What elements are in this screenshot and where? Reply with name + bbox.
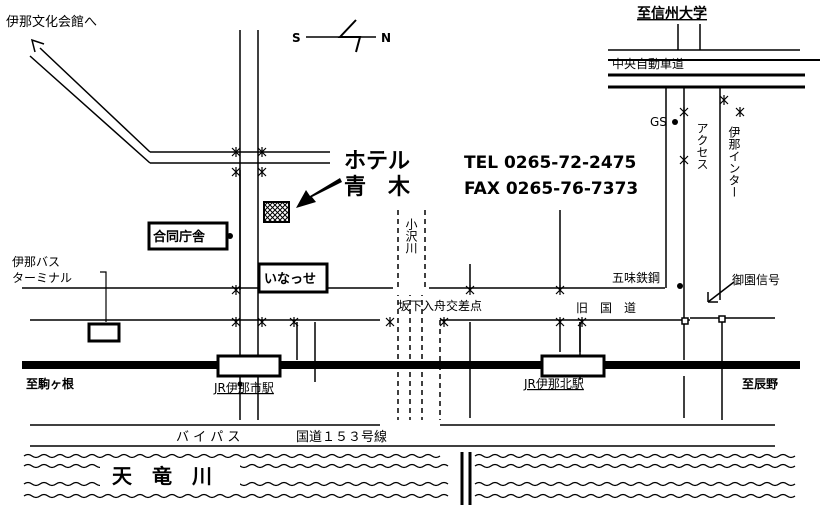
misono-arrow [707,281,735,303]
signal-marker [679,107,689,117]
label-inasse: いなっせ [264,272,316,287]
label-bus-line1: 伊那バス [12,255,60,269]
label-to-tatsuno: 至辰野 [742,377,778,391]
crossing-marker-east [718,315,726,323]
compass-south: S [292,31,301,45]
gomi-dot [677,283,683,289]
road-north-south-left [239,30,259,360]
label-old-route: 旧 国 道 [576,301,636,315]
label-shinshu-univ: 至信州大学 [637,5,707,22]
signal-marker [231,285,241,295]
hotel-name-line1: ホテル [344,149,410,174]
label-small-river: 小沢川 [404,218,418,254]
bus-terminal-box [87,322,121,343]
label-sakashita: 坂下入舟交差点 [398,298,482,313]
signal-marker [577,317,587,327]
signal-marker [231,147,241,157]
label-expressway: 中央自動車道 [612,56,684,71]
hotel-name-line2: 青 木 [344,175,411,200]
hotel-tel: TEL 0265-72-2475 [464,153,636,173]
road-interchange [719,88,723,420]
small-river [397,210,441,420]
compass-north: N [381,31,391,45]
signal-marker [257,167,267,177]
arrow-culture-hall [30,38,45,53]
compass: S N [292,19,391,53]
signal-marker [257,147,267,157]
label-gs: GS [650,115,667,129]
road-hotel-east [258,151,330,164]
label-jr-inashi: JR伊那市駅 [213,380,274,395]
label-misono-signal: 御園信号 [732,272,780,287]
signal-marker [555,317,565,327]
signal-marker [231,317,241,327]
label-ina-ic: 伊那インター [727,126,741,198]
road-vertical-kita [559,210,581,352]
signal-marker [231,167,241,177]
crossing-marker [681,317,689,325]
gs-dot [672,119,678,125]
bus-leader [100,271,107,322]
signal-marker [735,107,745,117]
signal-marker [439,317,449,327]
tenryu-river [23,453,796,499]
signal-marker [719,95,729,105]
jr-inashi-station [216,354,282,378]
label-route153: 国道１５３号線 [296,429,387,445]
inasse-box [257,262,329,294]
jr-inashi-dot [237,381,243,387]
signal-marker [385,317,395,327]
label-culture-hall: 伊那文化会館へ [6,15,97,30]
road-vertical-shop [296,322,316,382]
signal-marker [257,317,267,327]
signal-marker [679,155,689,165]
signal-marker [289,317,299,327]
signal-marker [555,285,565,295]
label-bus-line2: ターミナル [12,271,72,285]
label-access: アクセス [695,122,709,170]
road-to-culture-hall [29,47,151,164]
small-river-dash [397,210,426,290]
road-univ [677,24,701,50]
jr-inakita-station [540,354,606,378]
tenryu-bridge [460,452,472,505]
hotel-fax: FAX 0265-76-7373 [464,179,638,199]
road-culture-hall-horizontal [150,151,258,164]
label-bypass: バ イ パ ス [176,430,240,445]
hotel-aoki-building [263,201,290,223]
label-tenryu-river: 天 竜 川 [112,464,212,488]
label-to-komagane: 至駒ヶ根 [26,376,74,391]
label-jr-inakita: JR伊那北駅 [523,377,584,391]
label-gomi-steel: 五味鉄鋼 [612,270,660,285]
label-gov-office: 合同庁舎 [153,229,206,245]
hotel-pointer-arrow [296,178,342,208]
gov-office-dot [227,233,233,239]
signal-markers [231,95,745,327]
signal-marker [465,285,475,295]
